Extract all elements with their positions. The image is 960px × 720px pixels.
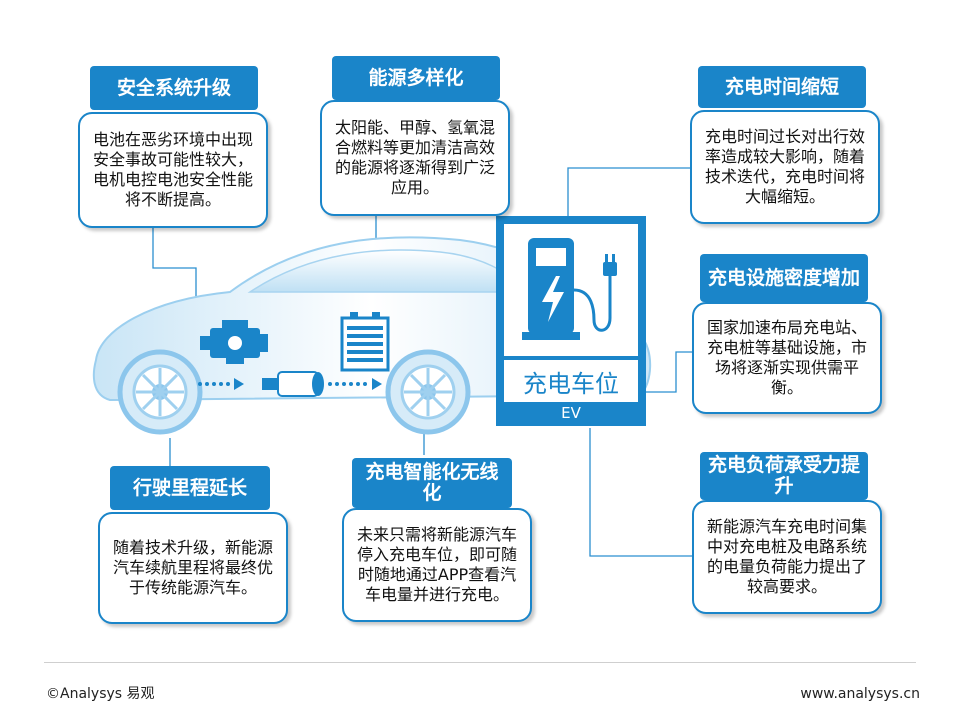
drive-shaft-icon xyxy=(262,371,324,397)
title-facility: 充电设施密度增加 xyxy=(700,254,868,302)
footer-url[interactable]: www.analysys.cn xyxy=(800,686,920,702)
title-range: 行驶里程延长 xyxy=(110,466,270,510)
connector-safety xyxy=(152,228,197,302)
connector-facility xyxy=(646,351,692,393)
connector-load xyxy=(589,428,692,557)
title-smart: 充电智能化无线化 xyxy=(352,458,512,508)
desc-load: 新能源汽车充电时间集中对充电桩及电路系统的电量负荷能力提出了较高要求。 xyxy=(692,500,882,614)
footer-divider xyxy=(44,662,916,663)
desc-safety: 电池在恶劣环境中出现安全事故可能性较大，电机电控电池安全性能将不断提高。 xyxy=(78,112,268,228)
desc-range: 随着技术升级，新能源汽车续航里程将最终优于传统能源汽车。 xyxy=(98,512,288,624)
motor-icon xyxy=(200,320,268,364)
ev-charging-sign xyxy=(496,216,646,426)
ev-badge: EV xyxy=(561,404,581,422)
title-charge-time: 充电时间缩短 xyxy=(698,66,866,108)
front-wheel xyxy=(117,349,203,435)
desc-charge-time: 充电时间过长对出行效率造成较大影响，随着技术迭代，充电时间将大幅缩短。 xyxy=(690,110,880,224)
footer-copyright: ©Analysys 易观 xyxy=(46,686,155,702)
connector-lines xyxy=(152,167,692,557)
desc-smart: 未来只需将新能源汽车停入充电车位，即可随时随地通过APP查看汽车电量并进行充电。 xyxy=(342,508,532,622)
desc-facility: 国家加速布局充电站、充电桩等基础设施，市场将逐渐实现供需平衡。 xyxy=(692,302,882,414)
rear-wheel xyxy=(385,349,471,435)
energy-flow-arrows xyxy=(198,378,382,390)
battery-icon xyxy=(340,312,390,372)
title-load: 充电负荷承受力提升 xyxy=(700,452,868,500)
title-safety: 安全系统升级 xyxy=(90,66,258,110)
title-energy: 能源多样化 xyxy=(332,56,500,100)
sign-label: 充电车位 xyxy=(523,369,619,398)
desc-energy: 太阳能、甲醇、氢氧混合燃料等更加清洁高效的能源将逐渐得到广泛应用。 xyxy=(320,100,510,216)
charging-pile-icon xyxy=(522,238,617,340)
connector-charge-time xyxy=(567,167,690,225)
